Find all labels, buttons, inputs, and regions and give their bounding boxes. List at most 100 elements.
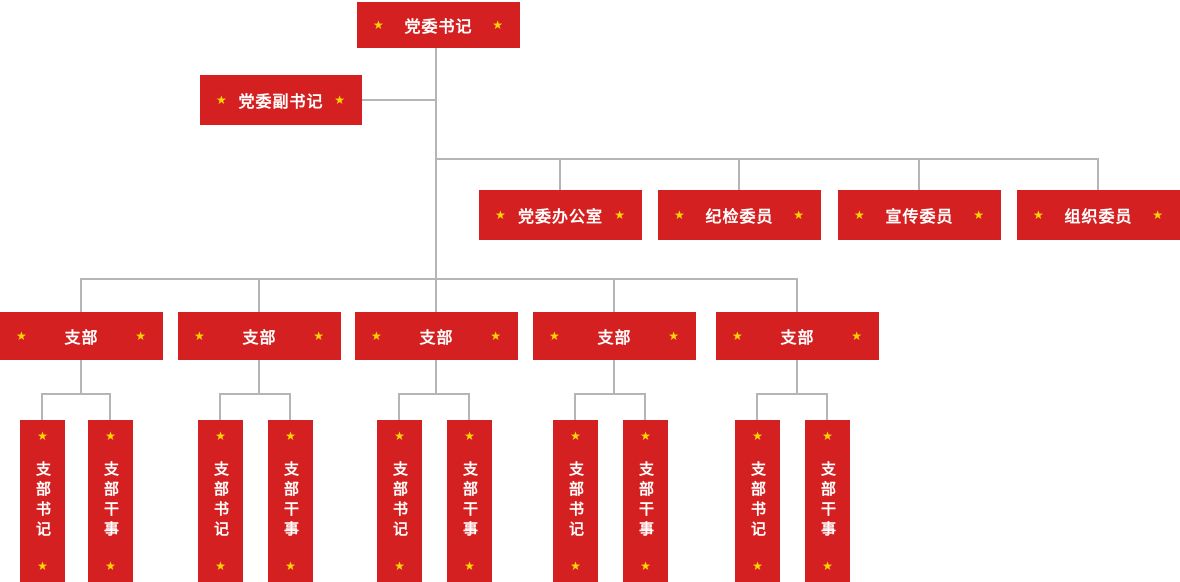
connector-drop — [644, 393, 646, 420]
node-branch-2: ★ 支部 ★ — [178, 312, 341, 360]
connector-drop — [918, 158, 920, 190]
star-icon: ★ — [822, 559, 833, 573]
connector-stub — [80, 360, 82, 395]
connector-drop — [738, 158, 740, 190]
node-branch-5-secretary: ★ 支部书记 ★ — [735, 420, 780, 582]
node-branch-3-officer: ★ 支部干事 ★ — [447, 420, 492, 582]
star-icon: ★ — [105, 429, 116, 443]
star-icon: ★ — [313, 329, 325, 343]
node-publicity-member: ★ 宣传委员 ★ — [838, 190, 1001, 240]
node-label: 支部 — [242, 330, 277, 347]
star-icon: ★ — [1152, 208, 1164, 222]
star-icon: ★ — [492, 18, 504, 32]
node-party-office: ★ 党委办公室 ★ — [479, 190, 642, 240]
star-icon: ★ — [216, 93, 228, 107]
connector-stub — [796, 360, 798, 395]
star-icon: ★ — [135, 329, 147, 343]
connector-drop — [289, 393, 291, 420]
node-label: 支部干事 — [461, 461, 478, 541]
connector-children-bus — [574, 393, 646, 395]
connector-drop — [559, 158, 561, 190]
connector-drop — [826, 393, 828, 420]
node-label: 支部干事 — [637, 461, 654, 541]
star-icon: ★ — [394, 429, 405, 443]
connector-stub — [258, 360, 260, 395]
star-icon: ★ — [668, 329, 680, 343]
node-branch-1-officer: ★ 支部干事 ★ — [88, 420, 133, 582]
connector-children-bus — [756, 393, 828, 395]
connector-drop — [1097, 158, 1099, 190]
connector-drop — [613, 278, 615, 312]
star-icon: ★ — [640, 429, 651, 443]
star-icon: ★ — [674, 208, 686, 222]
star-icon: ★ — [194, 329, 206, 343]
node-branch-4-officer: ★ 支部干事 ★ — [623, 420, 668, 582]
connector-drop — [756, 393, 758, 420]
connector-drop — [398, 393, 400, 420]
star-icon: ★ — [464, 429, 475, 443]
node-branch-2-officer: ★ 支部干事 ★ — [268, 420, 313, 582]
node-label: 党委副书记 — [238, 94, 324, 111]
connector-children-bus — [219, 393, 291, 395]
node-label: 支部 — [64, 330, 99, 347]
node-label: 支部书记 — [212, 461, 229, 541]
node-party-secretary: ★ 党委书记 ★ — [357, 2, 520, 48]
node-label: 支部干事 — [819, 461, 836, 541]
connector-drop — [109, 393, 111, 420]
star-icon: ★ — [851, 329, 863, 343]
star-icon: ★ — [1033, 208, 1045, 222]
connector-drop — [219, 393, 221, 420]
connector-drop — [258, 278, 260, 312]
star-icon: ★ — [37, 559, 48, 573]
node-label: 支部书记 — [391, 461, 408, 541]
connector-trunk — [435, 48, 437, 280]
connector-drop — [574, 393, 576, 420]
node-branch-4-secretary: ★ 支部书记 ★ — [553, 420, 598, 582]
node-organization-member: ★ 组织委员 ★ — [1017, 190, 1180, 240]
node-label: 支部干事 — [282, 461, 299, 541]
node-branch-4: ★ 支部 ★ — [533, 312, 696, 360]
star-icon: ★ — [215, 429, 226, 443]
connector-drop — [796, 278, 798, 312]
star-icon: ★ — [285, 559, 296, 573]
star-icon: ★ — [495, 208, 507, 222]
star-icon: ★ — [285, 429, 296, 443]
star-icon: ★ — [490, 329, 502, 343]
star-icon: ★ — [614, 208, 626, 222]
connector-branches-bus — [80, 278, 798, 280]
star-icon: ★ — [854, 208, 866, 222]
node-discipline-member: ★ 纪检委员 ★ — [658, 190, 821, 240]
star-icon: ★ — [822, 429, 833, 443]
node-branch-3: ★ 支部 ★ — [355, 312, 518, 360]
node-label: 组织委员 — [1064, 209, 1133, 226]
node-deputy-party-secretary: ★ 党委副书记 ★ — [200, 75, 362, 125]
star-icon: ★ — [215, 559, 226, 573]
node-label: 纪检委员 — [705, 209, 774, 226]
connector-stub — [613, 360, 615, 395]
node-branch-1: ★ 支部 ★ — [0, 312, 163, 360]
node-branch-1-secretary: ★ 支部书记 ★ — [20, 420, 65, 582]
connector-children-bus — [41, 393, 111, 395]
connector-deputy — [362, 99, 436, 101]
node-label: 宣传委员 — [885, 209, 954, 226]
connector-drop — [435, 278, 437, 312]
node-branch-2-secretary: ★ 支部书记 ★ — [198, 420, 243, 582]
node-label: 党委办公室 — [517, 209, 603, 226]
star-icon: ★ — [752, 559, 763, 573]
connector-drop — [80, 278, 82, 312]
node-branch-5: ★ 支部 ★ — [716, 312, 879, 360]
node-label: 支部书记 — [567, 461, 584, 541]
star-icon: ★ — [371, 329, 383, 343]
node-branch-5-officer: ★ 支部干事 ★ — [805, 420, 850, 582]
node-label: 党委书记 — [404, 19, 473, 36]
star-icon: ★ — [373, 18, 385, 32]
connector-committees-bus — [435, 158, 1099, 160]
connector-stub — [435, 360, 437, 395]
node-label: 支部干事 — [102, 461, 119, 541]
star-icon: ★ — [549, 329, 561, 343]
star-icon: ★ — [37, 429, 48, 443]
star-icon: ★ — [752, 429, 763, 443]
star-icon: ★ — [570, 429, 581, 443]
star-icon: ★ — [464, 559, 475, 573]
